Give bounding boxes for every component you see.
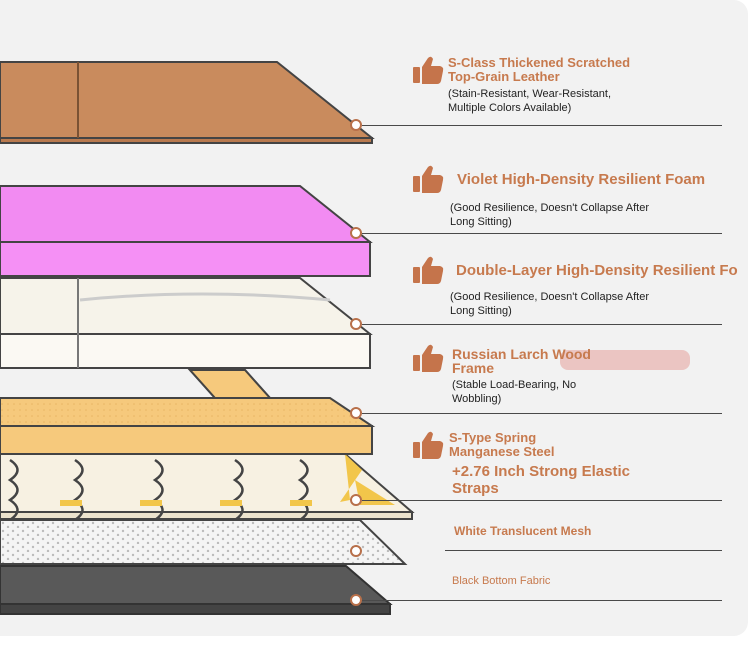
layer-title: S-Class Thickened Scratched Top-Grain Le… — [448, 55, 631, 84]
layer-label-spring: S-Type Spring Manganese Steel — [449, 431, 750, 459]
layer-title: White Translucent Mesh — [454, 524, 592, 538]
divider-mesh — [445, 550, 722, 551]
bottom-fabric-layer — [0, 565, 393, 615]
layer-label-leather: S-Class Thickened Scratched Top-Grain Le… — [448, 56, 750, 115]
marker-dots — [350, 119, 362, 606]
divider-spring — [362, 500, 722, 501]
white-foam-layer — [0, 277, 373, 369]
blurred-overlay — [560, 350, 690, 370]
layer-label-white-foam: Double-Layer High-Density Resilient Fo — [456, 263, 750, 279]
layer-title: Double-Layer High-Density Resilient Fo — [456, 263, 738, 279]
layer-description-violet-foam: (Good Resilience, Doesn't Collapse After… — [450, 202, 649, 228]
layer-description: (Stable Load-Bearing, No Wobbling) — [452, 379, 577, 405]
thumbs-up-icons — [413, 56, 444, 459]
layer-title: Russian Larch Wood Frame — [452, 346, 591, 376]
divider-white-foam — [362, 324, 722, 325]
divider-bottom — [362, 600, 722, 601]
divider-wood — [362, 413, 722, 414]
divider-leather — [362, 125, 722, 126]
layer-label-spring-extra: +2.76 Inch Strong Elastic Straps — [452, 463, 630, 497]
divider-violet — [362, 233, 722, 234]
leather-layer — [0, 61, 375, 144]
layer-label-mesh: White Translucent Mesh — [454, 524, 750, 538]
layer-label-wood-frame: Russian Larch Wood Frame (Stable Load-Be… — [452, 347, 750, 406]
layer-description: (Stain-Resistant, Wear-Resistant, Multip… — [448, 88, 612, 114]
wood-frame-layer — [0, 369, 376, 455]
layer-label-bottom-fabric: Black Bottom Fabric — [452, 574, 750, 588]
spring-layer — [0, 453, 415, 522]
layer-label-violet-foam: Violet High-Density Resilient Foam — [457, 172, 750, 188]
layer-title: Violet High-Density Resilient Foam — [457, 171, 706, 188]
layer-description-white-foam: (Good Resilience, Doesn't Collapse After… — [450, 291, 649, 317]
mesh-layer — [0, 519, 408, 565]
layer-title: Black Bottom Fabric — [452, 575, 551, 587]
violet-foam-layer — [0, 185, 373, 277]
layer-title: S-Type Spring Manganese Steel — [449, 430, 555, 459]
